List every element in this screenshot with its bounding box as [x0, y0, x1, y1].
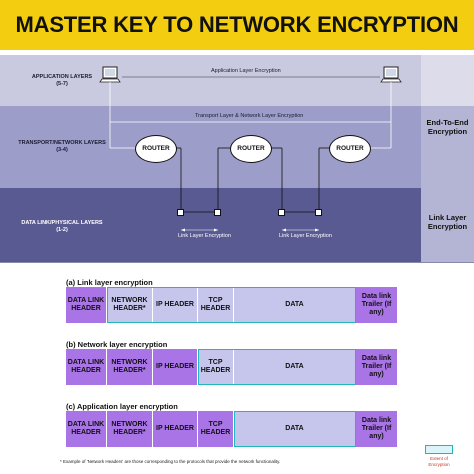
- legend-line2: Encryption: [428, 462, 450, 467]
- section-a-title: (a) Link layer encryption: [66, 278, 153, 287]
- transport-encryption-label: Transport Layer & Network Layer Encrypti…: [195, 113, 304, 119]
- footnote: * Example of 'Network Headers' are those…: [60, 459, 281, 464]
- section-divider: [0, 262, 474, 263]
- application-layer-range: (5-7): [56, 81, 68, 87]
- link-layer-line2: Encryption: [427, 222, 468, 231]
- ip-header: IP HEADER: [153, 349, 198, 385]
- application-layer-label: APPLICATION LAYERS (5-7): [2, 74, 122, 88]
- data-link-trailer: Data link Trailer (If any): [356, 411, 398, 447]
- legend-line1: Extent of: [430, 456, 448, 461]
- transport-layer-name: TRANSPORT/NETWORK LAYERS: [18, 140, 106, 146]
- link-encryption-label-2: Link Layer Encryption: [279, 233, 332, 239]
- data-field: DATA: [234, 411, 356, 447]
- encryption-legend-label: Extent of Encryption: [418, 456, 460, 468]
- link-layer-range: (1-2): [56, 227, 68, 233]
- transport-layer-range: (3-4): [56, 147, 68, 153]
- data-field: DATA: [234, 349, 356, 385]
- ip-header: IP HEADER: [153, 287, 198, 323]
- section-b-title: (b) Network layer encryption: [66, 340, 168, 349]
- right-computer-icon: [380, 66, 402, 83]
- end-to-end-line2: Encryption: [427, 127, 468, 136]
- router-1: ROUTER: [135, 135, 177, 163]
- router-3: ROUTER: [329, 135, 371, 163]
- right-column-bottom: [421, 106, 474, 262]
- network-header: NETWORK HEADER*: [107, 287, 153, 323]
- data-link-header: DATA LINK HEADER: [66, 411, 107, 447]
- page-title: MASTER KEY TO NETWORK ENCRYPTION: [15, 12, 459, 37]
- end-to-end-line1: End-To-End: [426, 118, 469, 127]
- network-header: NETWORK HEADER*: [107, 411, 153, 447]
- data-link-header: DATA LINK HEADER: [66, 349, 107, 385]
- data-link-trailer: Data link Trailer (If any): [356, 287, 398, 323]
- application-layer-name: APPLICATION LAYERS: [31, 74, 93, 80]
- tcp-header: TCP HEADER: [198, 287, 234, 323]
- right-column-top: [421, 55, 474, 106]
- router-2: ROUTER: [230, 135, 272, 163]
- data-field: DATA: [234, 287, 356, 323]
- title-bar: [0, 0, 474, 50]
- link-node-1: [177, 209, 184, 216]
- tcp-header: TCP HEADER: [198, 411, 234, 447]
- encryption-legend-swatch: [425, 445, 453, 454]
- tcp-header: TCP HEADER: [198, 349, 234, 385]
- link-layer-band: [0, 188, 474, 262]
- link-layer-name-label: DATA LINK/PHYSICAL LAYERS (1-2): [2, 220, 122, 234]
- left-computer-icon: [99, 66, 121, 83]
- transport-layer-label: TRANSPORT/NETWORK LAYERS (3-4): [2, 140, 122, 154]
- link-layer-label: Link Layer Encryption: [421, 213, 474, 231]
- end-to-end-label: End-To-End Encryption: [421, 118, 474, 136]
- link-layer-line1: Link Layer: [428, 213, 467, 222]
- application-encryption-label: Application Layer Encryption: [211, 68, 281, 74]
- link-node-3: [278, 209, 285, 216]
- data-link-header: DATA LINK HEADER: [66, 287, 107, 323]
- link-layer-name: DATA LINK/PHYSICAL LAYERS: [21, 220, 103, 226]
- data-link-trailer: Data link Trailer (If any): [356, 349, 398, 385]
- ip-header: IP HEADER: [153, 411, 198, 447]
- link-encryption-label-1: Link Layer Encryption: [178, 233, 231, 239]
- link-node-2: [214, 209, 221, 216]
- network-diagram-lines: [99, 66, 402, 232]
- link-node-4: [315, 209, 322, 216]
- section-c-title: (c) Application layer encryption: [66, 402, 178, 411]
- network-header: NETWORK HEADER*: [107, 349, 153, 385]
